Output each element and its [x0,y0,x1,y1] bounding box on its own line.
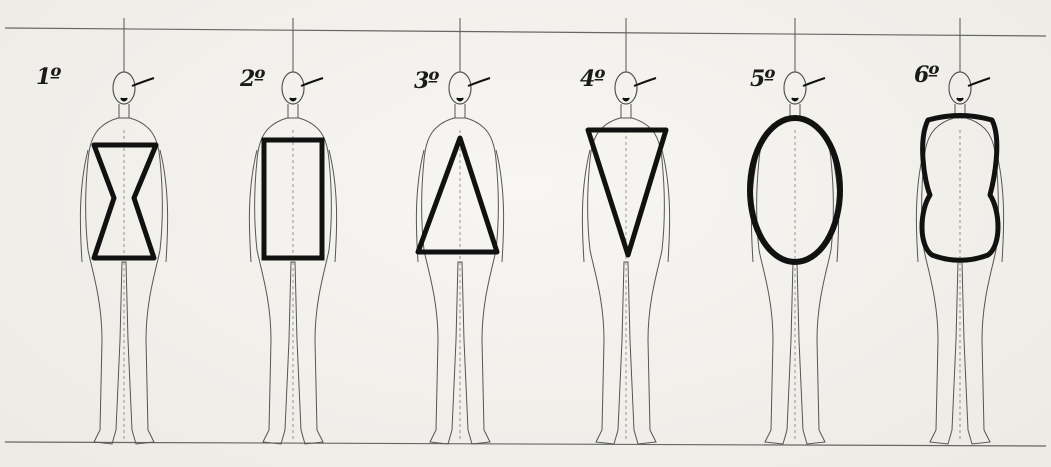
left-arm [582,150,590,262]
triangle-shape [418,138,497,252]
profile-stroke [634,78,656,86]
neck [288,104,298,118]
left-arm [249,150,257,262]
hourglass-shape [94,145,156,258]
figure-label-1: 1º [36,64,60,90]
mouth [457,98,463,101]
profile-stroke [468,78,490,86]
profile-stroke [803,78,825,86]
mouth [957,98,963,101]
ground-guide-line [5,442,1046,446]
figure-label-3: 3º [414,68,438,94]
neck [621,104,631,118]
mouth [121,98,127,101]
figure-label-4: 4º [580,66,604,92]
figure-label-6: 6º [914,62,938,88]
figure-1 [80,18,167,444]
figure-label-2: 2º [240,66,264,92]
mouth [792,98,798,101]
right-arm [662,150,670,262]
right-arm [160,150,168,262]
profile-stroke [968,78,990,86]
neck [455,104,465,118]
figures-layer [80,18,1003,444]
right-arm [329,150,337,262]
mouth [623,98,629,101]
neck [119,104,129,118]
top-guide-line [5,28,1046,36]
mouth [290,98,296,101]
left-arm [80,150,88,262]
profile-stroke [301,78,323,86]
figure-label-5: 5º [750,66,774,92]
profile-stroke [132,78,154,86]
inverted-triangle-shape [588,130,666,255]
